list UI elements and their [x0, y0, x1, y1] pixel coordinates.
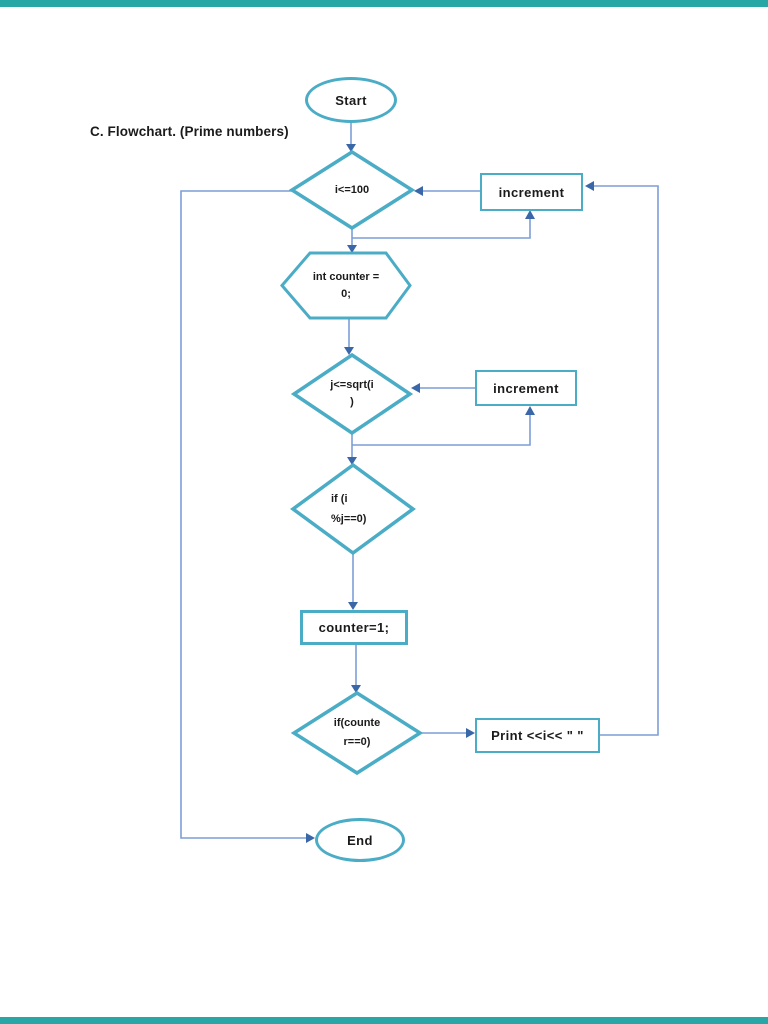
- arrowhead-down-icon: [351, 685, 361, 693]
- process-increment-outer: increment: [480, 173, 583, 211]
- arrowhead-up-icon: [525, 406, 535, 415]
- connector-line: [352, 217, 531, 239]
- arrowhead-down-icon: [347, 245, 357, 253]
- connector-line: [180, 190, 308, 839]
- connector-branch-to-increment-inner: [352, 406, 535, 446]
- connector-set-counter-to-cond-prime: [351, 645, 361, 693]
- connector-increment-outer-to-cond-outer: [414, 186, 480, 196]
- connector-branch-to-increment-outer: [352, 210, 535, 239]
- arrowhead-down-icon: [347, 457, 357, 465]
- connector-cond-outer-to-end: [180, 190, 315, 843]
- connector-cond-divisible-to-set-counter: [348, 553, 358, 610]
- terminator-start: Start: [305, 77, 397, 123]
- connector-init-counter-to-cond-inner: [344, 318, 354, 355]
- arrowhead-left-icon: [411, 383, 420, 393]
- connector-line: [352, 413, 531, 446]
- arrowhead-up-icon: [525, 210, 535, 219]
- arrowhead-down-icon: [344, 347, 354, 355]
- arrowhead-right-icon: [306, 833, 315, 843]
- arrowhead-down-icon: [348, 602, 358, 610]
- section-title: C. Flowchart. (Prime numbers): [90, 124, 289, 139]
- arrowhead-left-icon: [585, 181, 594, 191]
- arrowhead-left-icon: [414, 186, 423, 196]
- connector-cond-inner-to-cond-divisible: [347, 433, 357, 465]
- terminator-end: End: [315, 818, 405, 862]
- connector-cond-prime-to-print: [420, 728, 475, 738]
- decision-cond-divisible: [290, 462, 416, 556]
- process-set-counter: counter=1;: [300, 610, 408, 645]
- connector-cond-outer-to-init-counter: [347, 229, 357, 253]
- connector-start-to-cond-outer: [346, 123, 356, 152]
- arrowhead-down-icon: [346, 144, 356, 152]
- decision-cond-outer-loop: [288, 149, 416, 231]
- connector-line: [591, 185, 659, 736]
- connector-increment-inner-to-cond-inner: [411, 383, 475, 393]
- decision-cond-inner-loop: [290, 352, 414, 436]
- connector-print-to-increment-outer: [585, 181, 659, 736]
- arrowhead-right-icon: [466, 728, 475, 738]
- process-increment-inner: increment: [475, 370, 577, 406]
- decision-cond-prime: [290, 690, 424, 776]
- process-print-output: Print <<i<< " ": [475, 718, 600, 753]
- viewer-bottom-bar: [0, 1017, 768, 1024]
- preparation-init-counter: [280, 251, 412, 320]
- viewer-top-bar: [0, 0, 768, 7]
